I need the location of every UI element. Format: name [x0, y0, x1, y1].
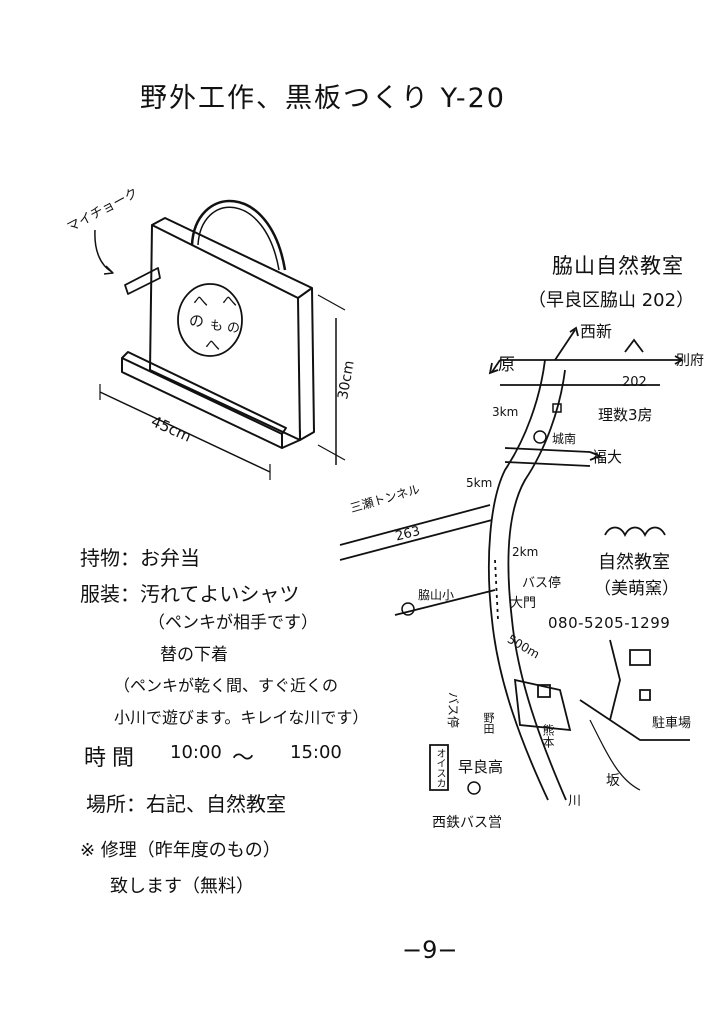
map-label-omon: 大門: [510, 596, 537, 611]
paint-note-1: （ペンキが乾く間、すぐ近くの: [114, 676, 339, 695]
items-line: 持物：お弁当: [80, 546, 200, 570]
classroom-sub: （美萌窯）: [594, 579, 679, 599]
map-address: （早良区脇山 202）: [528, 290, 695, 311]
map-roads: [339, 326, 690, 801]
repair-note-2: 致します（無料）: [110, 876, 254, 897]
map-label-hara: 原: [498, 355, 515, 375]
map-label-nishijin: 西新: [580, 322, 613, 341]
map-label-sawara-ko: 早良高: [458, 758, 504, 776]
rika-marker: [552, 403, 562, 413]
jonan-marker: [533, 430, 547, 444]
width-label: 45cm: [148, 412, 194, 446]
clothing-note: （ペンキが相手です）: [148, 613, 318, 633]
nail-label: マイチョーク: [65, 186, 141, 236]
map-label-river: 川: [568, 794, 582, 809]
map-label-parking: 駐車場: [652, 716, 692, 731]
face-text-2: へ: [222, 292, 237, 310]
map-label-slope: 坂: [606, 773, 620, 789]
map-label-rika: 理数3房: [598, 406, 653, 424]
classroom-phone: 080-5205-1299: [548, 614, 671, 632]
face-text-4: も: [210, 319, 223, 334]
clothing-line: 服装：汚れてよいシャツ: [80, 582, 300, 606]
map-label-nishitetsu: 西鉄バス営: [432, 815, 502, 831]
sawara-high-marker: [467, 781, 481, 795]
time-start: 10:00: [170, 742, 222, 763]
paint-note-2: 小川で遊びます。キレイな川です）: [114, 708, 369, 727]
map-label-beppu: 別府: [676, 353, 704, 369]
map-label-oisuka: オイスカ: [434, 748, 445, 788]
repair-note-1: ※ 修理（昨年度のもの）: [80, 840, 281, 861]
time-end: 15:00: [290, 742, 342, 763]
classroom-name: 自然教室: [598, 552, 670, 573]
time-label: 時間: [84, 746, 141, 771]
blackboard-drawing: [94, 199, 346, 480]
map-label-5km: 5km: [466, 476, 493, 490]
map-label-jonan: 城南: [552, 432, 577, 446]
clothing-extra: 替の下着: [160, 645, 228, 665]
map-label-bus: バス停: [446, 692, 460, 729]
map-label-3km: 3km: [492, 405, 519, 419]
face-text-1: へ: [193, 292, 208, 310]
map-title: 脇山自然教室: [552, 254, 684, 278]
map-label-fukudai: 福大: [592, 448, 623, 466]
face-text-3: の: [189, 312, 204, 330]
face-text-6: へ: [205, 336, 220, 354]
height-label: 30cm: [335, 359, 358, 400]
map-label-noda: 野田: [482, 712, 495, 734]
map-label-kumamoto: 熊本: [541, 724, 555, 748]
map-label-wakiyama-sho: 脇山小: [418, 588, 455, 602]
page-title: 野外工作、黒板つくり Y-20: [140, 83, 506, 114]
page-number: −9−: [402, 936, 458, 964]
map-label-202: 202: [622, 375, 647, 390]
place-line: 場所：右記、自然教室: [86, 792, 286, 816]
map-label-2km: 2km: [512, 545, 539, 559]
time-tilde: 〜: [232, 746, 255, 771]
face-text-5: の: [227, 321, 240, 336]
wakiyama-school-marker: [401, 602, 415, 616]
map-label-bus-stop: バス停: [522, 576, 562, 591]
